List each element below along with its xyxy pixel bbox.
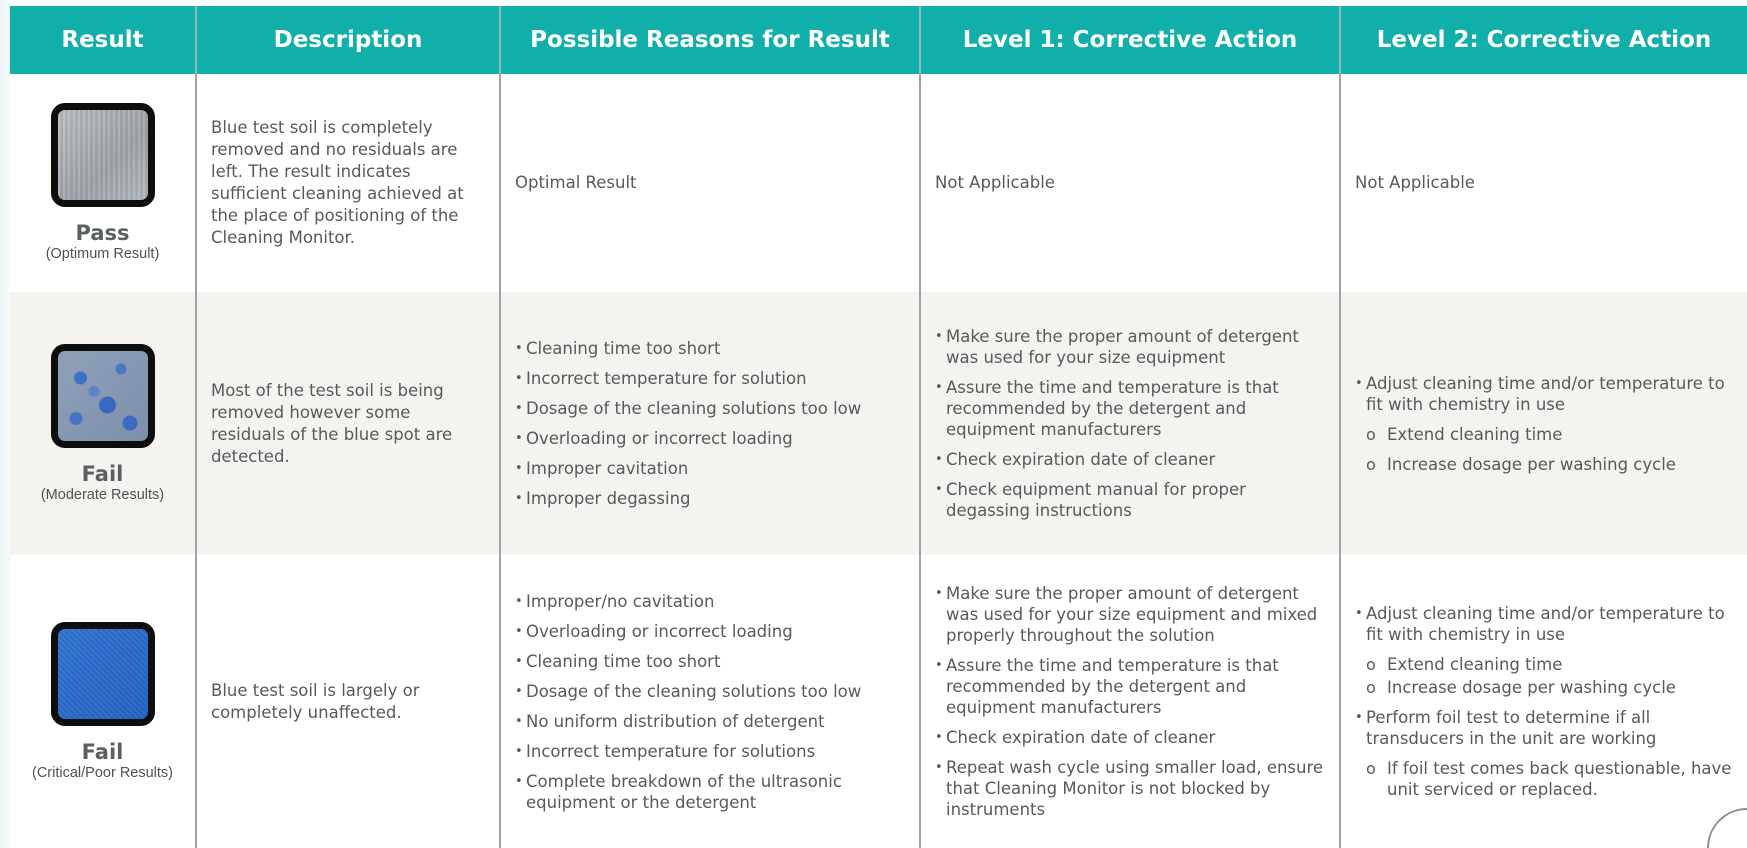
- level2-list: Adjust cleaning time and/or temperature …: [1355, 373, 1733, 475]
- level2-cell: Adjust cleaning time and/or temperature …: [1339, 292, 1747, 555]
- header-level2-corrective-action: Level 2: Corrective Action: [1339, 6, 1747, 74]
- level1-list: Make sure the proper amount of detergent…: [935, 326, 1325, 521]
- list-subitem: Increase dosage per washing cycle: [1355, 677, 1733, 698]
- list-item: Cleaning time too short: [515, 651, 905, 672]
- list-item: Cleaning time too short: [515, 338, 905, 359]
- result-cell: Fail (Critical/Poor Results): [10, 555, 196, 848]
- list-item: Adjust cleaning time and/or temperature …: [1355, 603, 1733, 645]
- list-item: Incorrect temperature for solution: [515, 368, 905, 389]
- reasons-cell: Improper/no cavitation Overloading or in…: [499, 555, 920, 848]
- list-item: Dosage of the cleaning solutions too low: [515, 398, 905, 419]
- header-row: Result Description Possible Reasons for …: [10, 6, 1747, 74]
- list-item: Dosage of the cleaning solutions too low: [515, 681, 905, 702]
- description-cell: Blue test soil is completely removed and…: [195, 74, 500, 292]
- result-sublabel: (Critical/Poor Results): [32, 764, 173, 781]
- reasons-cell: Optimal Result: [499, 74, 920, 292]
- solid-blue-monitor-swatch-icon: [50, 621, 155, 726]
- result-label: Fail: [81, 461, 124, 486]
- level1-list: Make sure the proper amount of detergent…: [935, 583, 1325, 820]
- level1-cell: Make sure the proper amount of detergent…: [919, 555, 1340, 848]
- result-cell: Pass (Optimum Result): [10, 74, 196, 292]
- cleaning-results-table: Result Description Possible Reasons for …: [10, 6, 1747, 848]
- list-item: Make sure the proper amount of detergent…: [935, 326, 1325, 368]
- grey-clean-monitor-swatch-icon: [50, 103, 155, 207]
- reasons-list: Improper/no cavitation Overloading or in…: [515, 591, 905, 813]
- list-item: Assure the time and temperature is that …: [935, 655, 1325, 718]
- level2-cell: Adjust cleaning time and/or temperature …: [1339, 555, 1747, 848]
- list-subitem: If foil test comes back questionable, ha…: [1355, 758, 1733, 800]
- level1-cell: Make sure the proper amount of detergent…: [919, 292, 1340, 555]
- description-text: Blue test soil is completely removed and…: [211, 118, 464, 247]
- list-subitem: Extend cleaning time: [1355, 424, 1733, 445]
- header-possible-reasons: Possible Reasons for Result: [499, 6, 920, 74]
- list-item: No uniform distribution of detergent: [515, 711, 905, 732]
- level2-text: Not Applicable: [1355, 173, 1475, 192]
- level1-text: Not Applicable: [935, 173, 1055, 192]
- header-level1-corrective-action: Level 1: Corrective Action: [919, 6, 1340, 74]
- list-item: Improper/no cavitation: [515, 591, 905, 612]
- list-item: Adjust cleaning time and/or temperature …: [1355, 373, 1733, 415]
- list-item: Check equipment manual for proper degass…: [935, 479, 1325, 521]
- description-text: Blue test soil is largely or completely …: [211, 680, 420, 722]
- list-item: Make sure the proper amount of detergent…: [935, 583, 1325, 646]
- list-item: Incorrect temperature for solutions: [515, 741, 905, 762]
- result-label: Pass: [75, 221, 130, 245]
- description-text: Most of the test soil is being removed h…: [211, 380, 453, 466]
- reasons-list: Cleaning time too short Incorrect temper…: [515, 338, 905, 509]
- list-item: Check expiration date of cleaner: [935, 727, 1325, 748]
- description-cell: Most of the test soil is being removed h…: [195, 292, 500, 555]
- list-item: Check expiration date of cleaner: [935, 449, 1325, 470]
- reasons-text: Optimal Result: [515, 173, 637, 192]
- list-item: Overloading or incorrect loading: [515, 428, 905, 449]
- list-item: Improper degassing: [515, 488, 905, 509]
- list-subitem: Extend cleaning time: [1355, 654, 1733, 675]
- result-sublabel: (Optimum Result): [45, 246, 160, 262]
- table-row-fail-critical: Fail (Critical/Poor Results) Blue test s…: [10, 555, 1747, 848]
- header-description: Description: [195, 6, 500, 74]
- list-item: Perform foil test to determine if all tr…: [1355, 707, 1733, 749]
- header-result: Result: [10, 6, 196, 74]
- result-sublabel: (Moderate Results): [40, 486, 165, 503]
- list-item: Overloading or incorrect loading: [515, 621, 905, 642]
- result-label: Fail: [81, 739, 124, 764]
- reasons-cell: Cleaning time too short Incorrect temper…: [499, 292, 920, 555]
- list-item: Repeat wash cycle using smaller load, en…: [935, 757, 1325, 820]
- table-row-fail-moderate: Fail (Moderate Results) Most of the test…: [10, 292, 1747, 555]
- list-item: Assure the time and temperature is that …: [935, 377, 1325, 440]
- level2-list: Adjust cleaning time and/or temperature …: [1355, 603, 1733, 800]
- list-item: Improper cavitation: [515, 458, 905, 479]
- description-cell: Blue test soil is largely or completely …: [195, 555, 500, 848]
- list-item: Complete breakdown of the ultrasonic equ…: [515, 771, 905, 813]
- speckled-blue-monitor-swatch-icon: [50, 343, 155, 448]
- result-cell: Fail (Moderate Results): [10, 292, 196, 555]
- level2-cell: Not Applicable: [1339, 74, 1747, 292]
- level1-cell: Not Applicable: [919, 74, 1340, 292]
- table-row-pass: Pass (Optimum Result) Blue test soil is …: [10, 74, 1747, 292]
- list-subitem: Increase dosage per washing cycle: [1355, 454, 1733, 475]
